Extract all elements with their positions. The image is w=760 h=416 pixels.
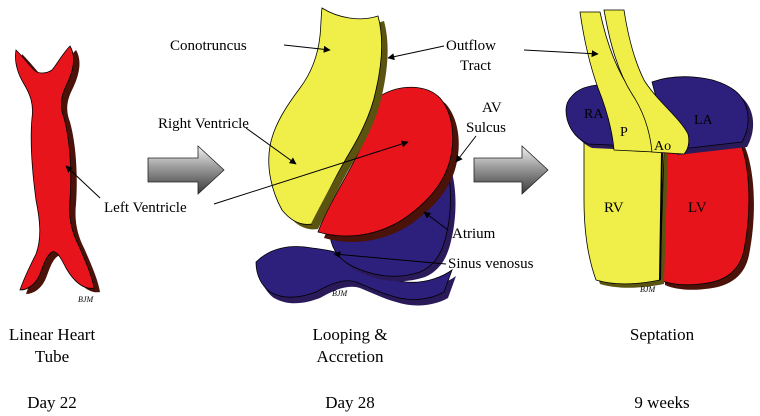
chamber-labels: RA P LA Ao RV LV [584,107,714,216]
chamber-ao: Ao [654,139,671,154]
signature-stage1: BJM [78,295,94,304]
progression-arrow-2 [473,145,549,195]
caption-stage1-line1: Linear Heart [9,325,96,344]
annotation-labels: Conotruncus Outflow Tract Right Ventricl… [104,38,534,272]
label-conotruncus: Conotruncus [170,38,247,54]
tube-body [15,45,95,291]
septated-heart: BJM [565,9,754,294]
chamber-rv: RV [604,200,624,216]
day-stage2: Day 28 [325,393,375,412]
looping-heart: BJM [255,7,459,306]
caption-stage3: Septation [630,325,695,344]
caption-stage1-line2: Tube [35,347,69,366]
chamber-lv: LV [688,200,707,216]
caption-stage2-line2: Accretion [316,347,384,366]
signature-stage3: BJM [640,285,656,294]
stage-captions: Linear Heart Tube Looping & Accretion Se… [9,325,695,412]
caption-stage2-line1: Looping & [312,325,387,344]
chamber-p: P [620,125,628,140]
rv-shape [583,141,665,285]
label-av-1: AV [482,100,502,116]
linear-heart-tube: BJM [15,45,101,304]
label-sinus-venosus: Sinus venosus [448,256,534,272]
aorta-shape [603,9,690,155]
label-outflow-tract-2: Tract [460,58,492,74]
day-stage1: Day 22 [27,393,77,412]
lv-shape [659,141,750,286]
chamber-la: LA [694,113,714,128]
label-left-ventricle: Left Ventricle [104,200,187,216]
signature-stage2: BJM [332,289,348,298]
progression-arrow-1 [147,145,225,195]
label-right-ventricle: Right Ventricle [158,116,249,132]
label-av-2: Sulcus [466,120,506,136]
pointer-lines [65,44,599,265]
label-atrium: Atrium [452,226,496,242]
day-stage3: 9 weeks [634,393,689,412]
chamber-ra: RA [584,107,604,122]
label-outflow-tract-1: Outflow [446,38,496,54]
